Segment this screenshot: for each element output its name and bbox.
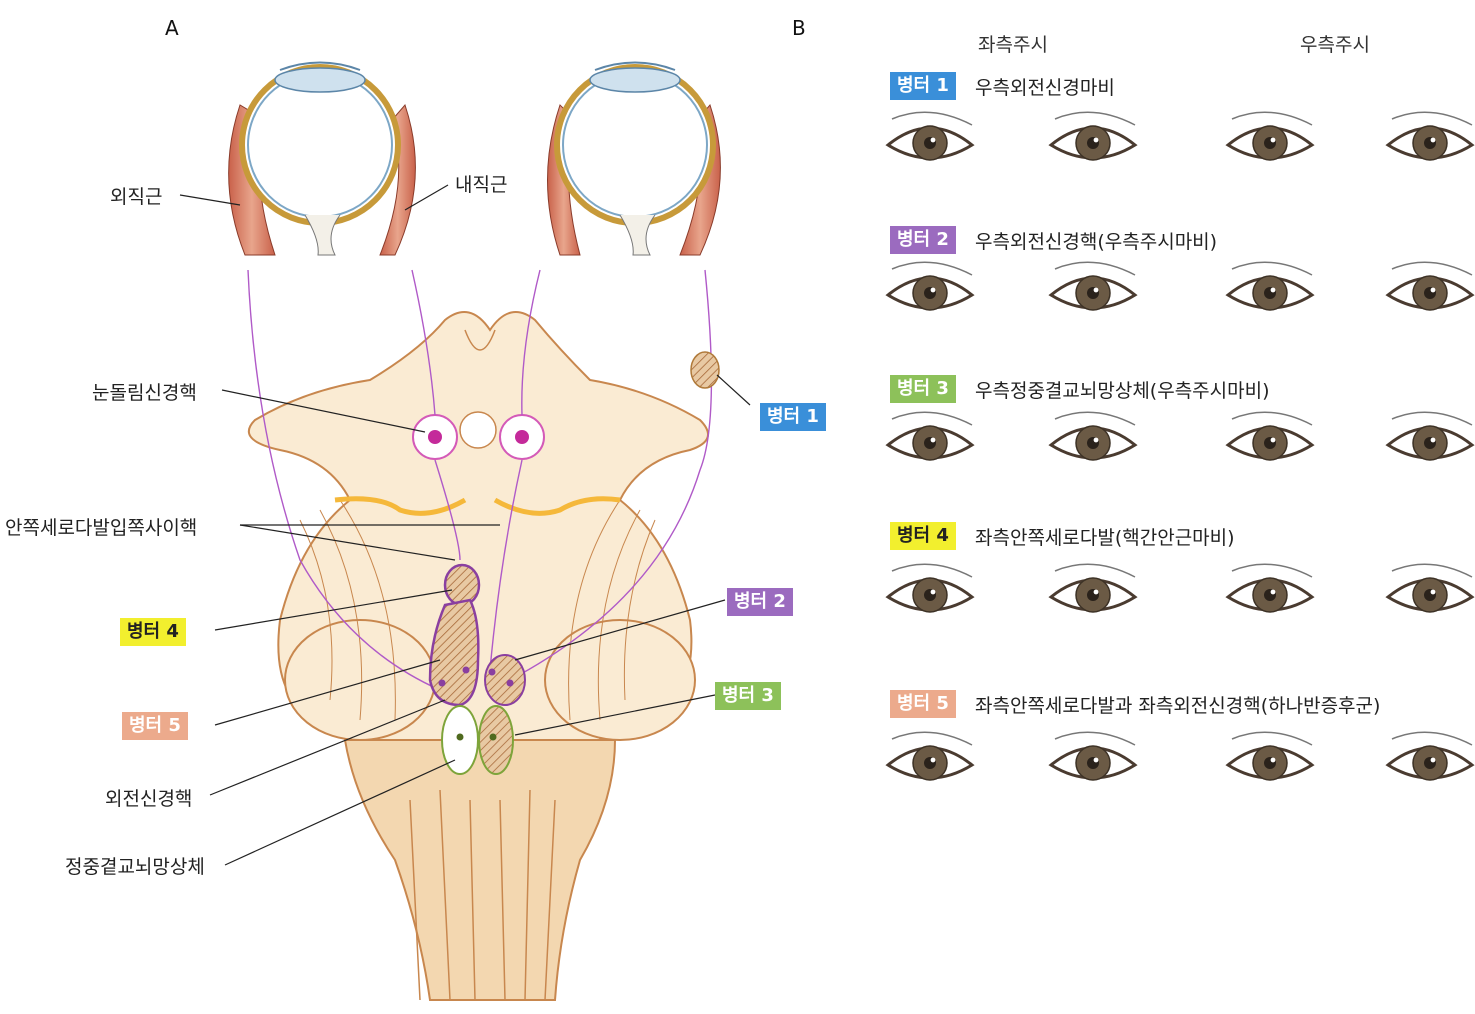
row-badge-3: 병터 3 xyxy=(890,375,956,403)
row-badge-5: 병터 5 xyxy=(890,690,956,718)
lesion-1-marker xyxy=(690,351,720,389)
row-title-1: 우측외전신경마비 xyxy=(975,77,1115,99)
label-abducens-nucleus: 외전신경핵 xyxy=(105,788,193,810)
label-mlf-nucleus: 안쪽세로다발입쪽사이핵 xyxy=(5,517,198,539)
label-medial-rectus: 내직근 xyxy=(455,174,508,196)
gaze-right-header: 우측주시 xyxy=(1300,34,1370,56)
leader-lines xyxy=(179,184,751,866)
lesion-badge-2: 병터 2 xyxy=(727,588,793,616)
lesion-badge-3: 병터 3 xyxy=(715,682,781,710)
row-title-2: 우측외전신경핵(우측주시마비) xyxy=(975,231,1218,253)
label-lateral-rectus: 외직근 xyxy=(110,186,163,208)
row-badge-4: 병터 4 xyxy=(890,522,956,550)
row-title-5: 좌측안쪽세로다발과 좌측외전신경핵(하나반증후군) xyxy=(975,695,1381,717)
row-badge-1: 병터 1 xyxy=(890,72,956,100)
row-title-4: 좌측안쪽세로다발(핵간안근마비) xyxy=(975,527,1235,549)
label-pprf: 정중곁교뇌망상체 xyxy=(65,856,205,878)
oculomotor-nuclei xyxy=(412,414,545,460)
left-eyeball xyxy=(228,61,416,256)
right-eyeball xyxy=(547,61,721,256)
row-badge-2: 병터 2 xyxy=(890,226,956,254)
label-oculomotor-nucleus: 눈돌림신경핵 xyxy=(92,382,197,404)
lesion-badge-4: 병터 4 xyxy=(120,618,186,646)
lesion-badge-5: 병터 5 xyxy=(122,712,188,740)
lesion-badge-1: 병터 1 xyxy=(760,403,826,431)
gaze-left-header: 좌측주시 xyxy=(978,34,1048,56)
mlf-lesion-4 xyxy=(443,563,481,607)
panel-b-letter: B xyxy=(792,16,806,40)
abducens-lesion-2 xyxy=(484,654,526,706)
row-title-3: 우측정중결교뇌망상체(우측주시마비) xyxy=(975,380,1270,402)
pprf-right-lesion-3 xyxy=(478,705,514,775)
panel-a-letter: A xyxy=(165,16,179,40)
